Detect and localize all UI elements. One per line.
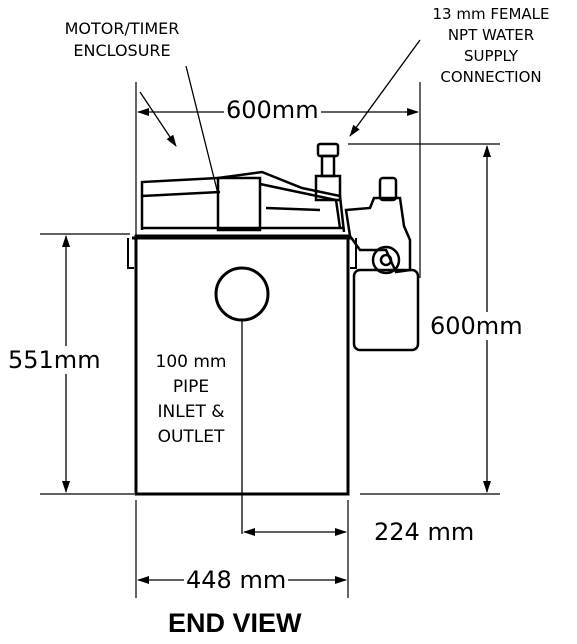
right-height-label: 600mm	[428, 312, 525, 340]
view-title: END VIEW	[168, 608, 302, 638]
left-height-label: 551mm	[6, 346, 103, 374]
bottom-width-label: 448 mm	[184, 566, 289, 594]
dimension-lines	[62, 108, 491, 584]
water-label-line1: 13 mm FEMALE	[432, 5, 550, 23]
pipe-circle	[214, 266, 270, 534]
pipe-label-line2: PIPE	[172, 377, 210, 397]
water-supply-fitting	[314, 142, 342, 202]
pipe-label-line4: OUTLET	[157, 427, 225, 447]
motor-timer-label-line1: MOTOR/TIMER	[64, 19, 180, 38]
leader-lines	[139, 39, 421, 195]
top-width-label: 600mm	[224, 96, 321, 124]
water-leader-arrow	[349, 39, 421, 137]
motor-timer-label-line2: ENCLOSURE	[73, 41, 171, 60]
pipe-label-line3: INLET &	[157, 402, 225, 422]
pipe-offset-label: 224 mm	[372, 518, 477, 546]
motor-timer-enclosure	[140, 170, 346, 233]
water-label-line3: SUPPLY	[463, 47, 519, 65]
float-assembly	[344, 176, 420, 352]
pipe-label-line1: 100 mm	[155, 352, 227, 372]
extension-lines	[40, 82, 500, 598]
motor-leader-arrow	[139, 91, 177, 147]
water-label-line2: NPT WATER	[447, 26, 535, 44]
water-label-line4: CONNECTION	[440, 68, 542, 86]
